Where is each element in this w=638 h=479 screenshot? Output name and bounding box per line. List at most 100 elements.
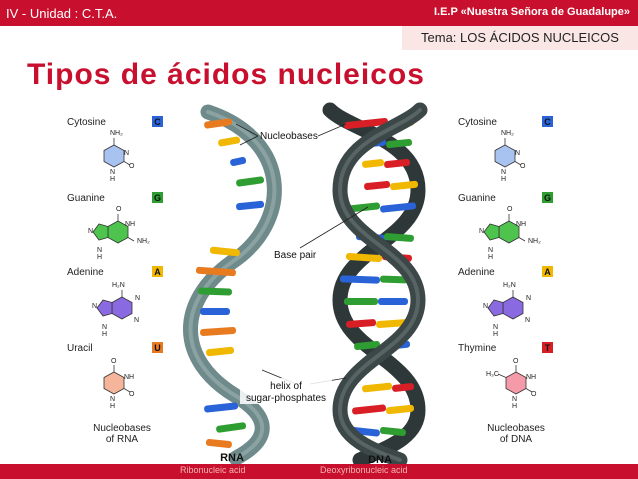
- rna-base-cytosine: [204, 402, 239, 413]
- dna-base-pair: [339, 275, 380, 284]
- helix-label-bg: [240, 378, 332, 404]
- page-title: Tipos de ácidos nucleicos: [27, 58, 425, 91]
- atom-label: H₂N: [503, 282, 516, 289]
- rna-label: RNA: [220, 452, 244, 464]
- atom-label: NH₂: [528, 238, 541, 245]
- guanine-badge: [542, 192, 553, 203]
- rna-uracil: Uracil U O NH O N H: [67, 342, 163, 410]
- atom-label: NH: [125, 221, 135, 228]
- atom-label: H₃C: [486, 371, 499, 378]
- base-letter: C: [544, 117, 551, 127]
- school-name: I.E.P «Nuestra Señora de Guadalupe»: [433, 6, 630, 18]
- cytosine-molecule: [103, 138, 131, 168]
- dna-base-pair: [354, 340, 381, 351]
- rna-adenine: Adenine A H₂N N N N N H: [67, 266, 163, 338]
- atom-label: NH: [526, 374, 536, 381]
- cytosine-badge: [152, 116, 163, 127]
- adenine-molecule: [96, 290, 133, 320]
- dna-base-pair: [378, 298, 408, 305]
- atom-label: N: [88, 228, 93, 235]
- dna-nucleobases-caption: Nucleobases of DNA: [474, 423, 558, 445]
- base-name: Cytosine: [458, 117, 497, 128]
- dna-label: DNA: [368, 454, 392, 466]
- dna-backbone-front-highlight: [337, 108, 422, 462]
- thymine-badge: [542, 342, 553, 353]
- dna-base-pair: [390, 180, 419, 191]
- base-letter: C: [154, 117, 161, 127]
- atom-label: N: [110, 169, 115, 176]
- dna-base-pair: [386, 404, 415, 415]
- atom-label: O: [129, 163, 135, 170]
- atom-label: NH: [124, 374, 134, 381]
- base-letter: T: [545, 343, 551, 353]
- atom-label: H: [102, 331, 107, 338]
- rna-nucleobases-caption: Nucleobases of RNA: [80, 423, 164, 445]
- atom-label: NH₂: [501, 130, 514, 137]
- atom-label: N: [110, 396, 115, 403]
- nucleobases-pointer: [239, 135, 259, 146]
- uracil-molecule: [103, 365, 131, 395]
- topic-label: Tema: LOS ÁCIDOS NUCLEICOS: [402, 26, 638, 50]
- base-name: Thymine: [458, 343, 497, 354]
- atom-label: O: [531, 391, 537, 398]
- atom-label: N: [134, 317, 139, 324]
- atom-label: O: [116, 206, 122, 213]
- rna-bases-panel: Cytosine C NH₂ N O N H Guanine G: [67, 116, 163, 410]
- base-name: Guanine: [458, 193, 496, 204]
- adenine-badge: [542, 266, 553, 277]
- guanine-molecule: [483, 214, 526, 244]
- atom-label: H: [110, 403, 115, 410]
- rna-guanine: Guanine G O NH NH₂ N N H: [67, 192, 163, 261]
- dna-base-pair: [384, 158, 411, 169]
- nucleobases-label: Nucleobases: [260, 131, 318, 142]
- atom-label: NH₂: [110, 130, 123, 137]
- base-name: Cytosine: [67, 117, 106, 128]
- base-name: Adenine: [458, 267, 495, 278]
- dna-helix: [322, 102, 428, 468]
- atom-label: H₂N: [112, 282, 125, 289]
- dna-base-pair: [344, 298, 378, 305]
- rna-base-uracil: [204, 118, 233, 129]
- dna-base-pair: [392, 383, 415, 392]
- rna-base-cytosine: [236, 200, 265, 211]
- dna-base-pair: [344, 118, 389, 129]
- rna-base-guanine: [197, 287, 232, 296]
- rna-base-uracil: [195, 266, 236, 277]
- footer-bar: Ribonucleic acid Deoxyribonucleic acid: [0, 464, 638, 479]
- dna-base-pair: [364, 180, 391, 191]
- atom-label: N: [488, 247, 493, 254]
- annotations: Nucleobases Base pair helix of sugar-pho…: [235, 123, 369, 404]
- dna-base-pair: [383, 233, 414, 242]
- base-letter: A: [544, 267, 551, 277]
- dna-bases-panel: Cytosine C NH₂ N O N H Guanine G: [458, 116, 553, 410]
- caption-line: of RNA: [105, 434, 139, 445]
- base-pair-label: Base pair: [274, 250, 317, 261]
- atom-label: N: [525, 317, 530, 324]
- base-letter: U: [154, 343, 161, 353]
- atom-label: H: [97, 254, 102, 261]
- base-name: Adenine: [67, 267, 104, 278]
- caption-line: of DNA: [499, 434, 533, 445]
- dna-base-pair: [362, 159, 385, 168]
- rna-backbone-highlight: [188, 110, 277, 460]
- dna-base-pair: [380, 202, 417, 213]
- rna-base-cytosine: [230, 156, 247, 167]
- caption-line: Nucleobases: [93, 423, 151, 434]
- rna-base-guanine: [236, 176, 265, 187]
- dna-backbone-back: [322, 102, 426, 468]
- nucleobases-pointer: [317, 123, 347, 137]
- cytosine-badge: [542, 116, 553, 127]
- atom-label: O: [507, 206, 513, 213]
- base-name: Guanine: [67, 193, 105, 204]
- guanine-molecule: [92, 214, 135, 244]
- atom-label: N: [512, 396, 517, 403]
- atom-label: NH: [516, 221, 526, 228]
- base-letter: A: [154, 267, 161, 277]
- atom-label: N: [135, 295, 140, 302]
- base-letter: G: [154, 193, 161, 203]
- atom-label: N: [479, 228, 484, 235]
- base-pair-pointer: [299, 206, 369, 249]
- dna-guanine: Guanine G O NH NH₂ N N H: [458, 192, 553, 261]
- rna-helix: [183, 104, 282, 466]
- dna-base-pair: [379, 426, 406, 437]
